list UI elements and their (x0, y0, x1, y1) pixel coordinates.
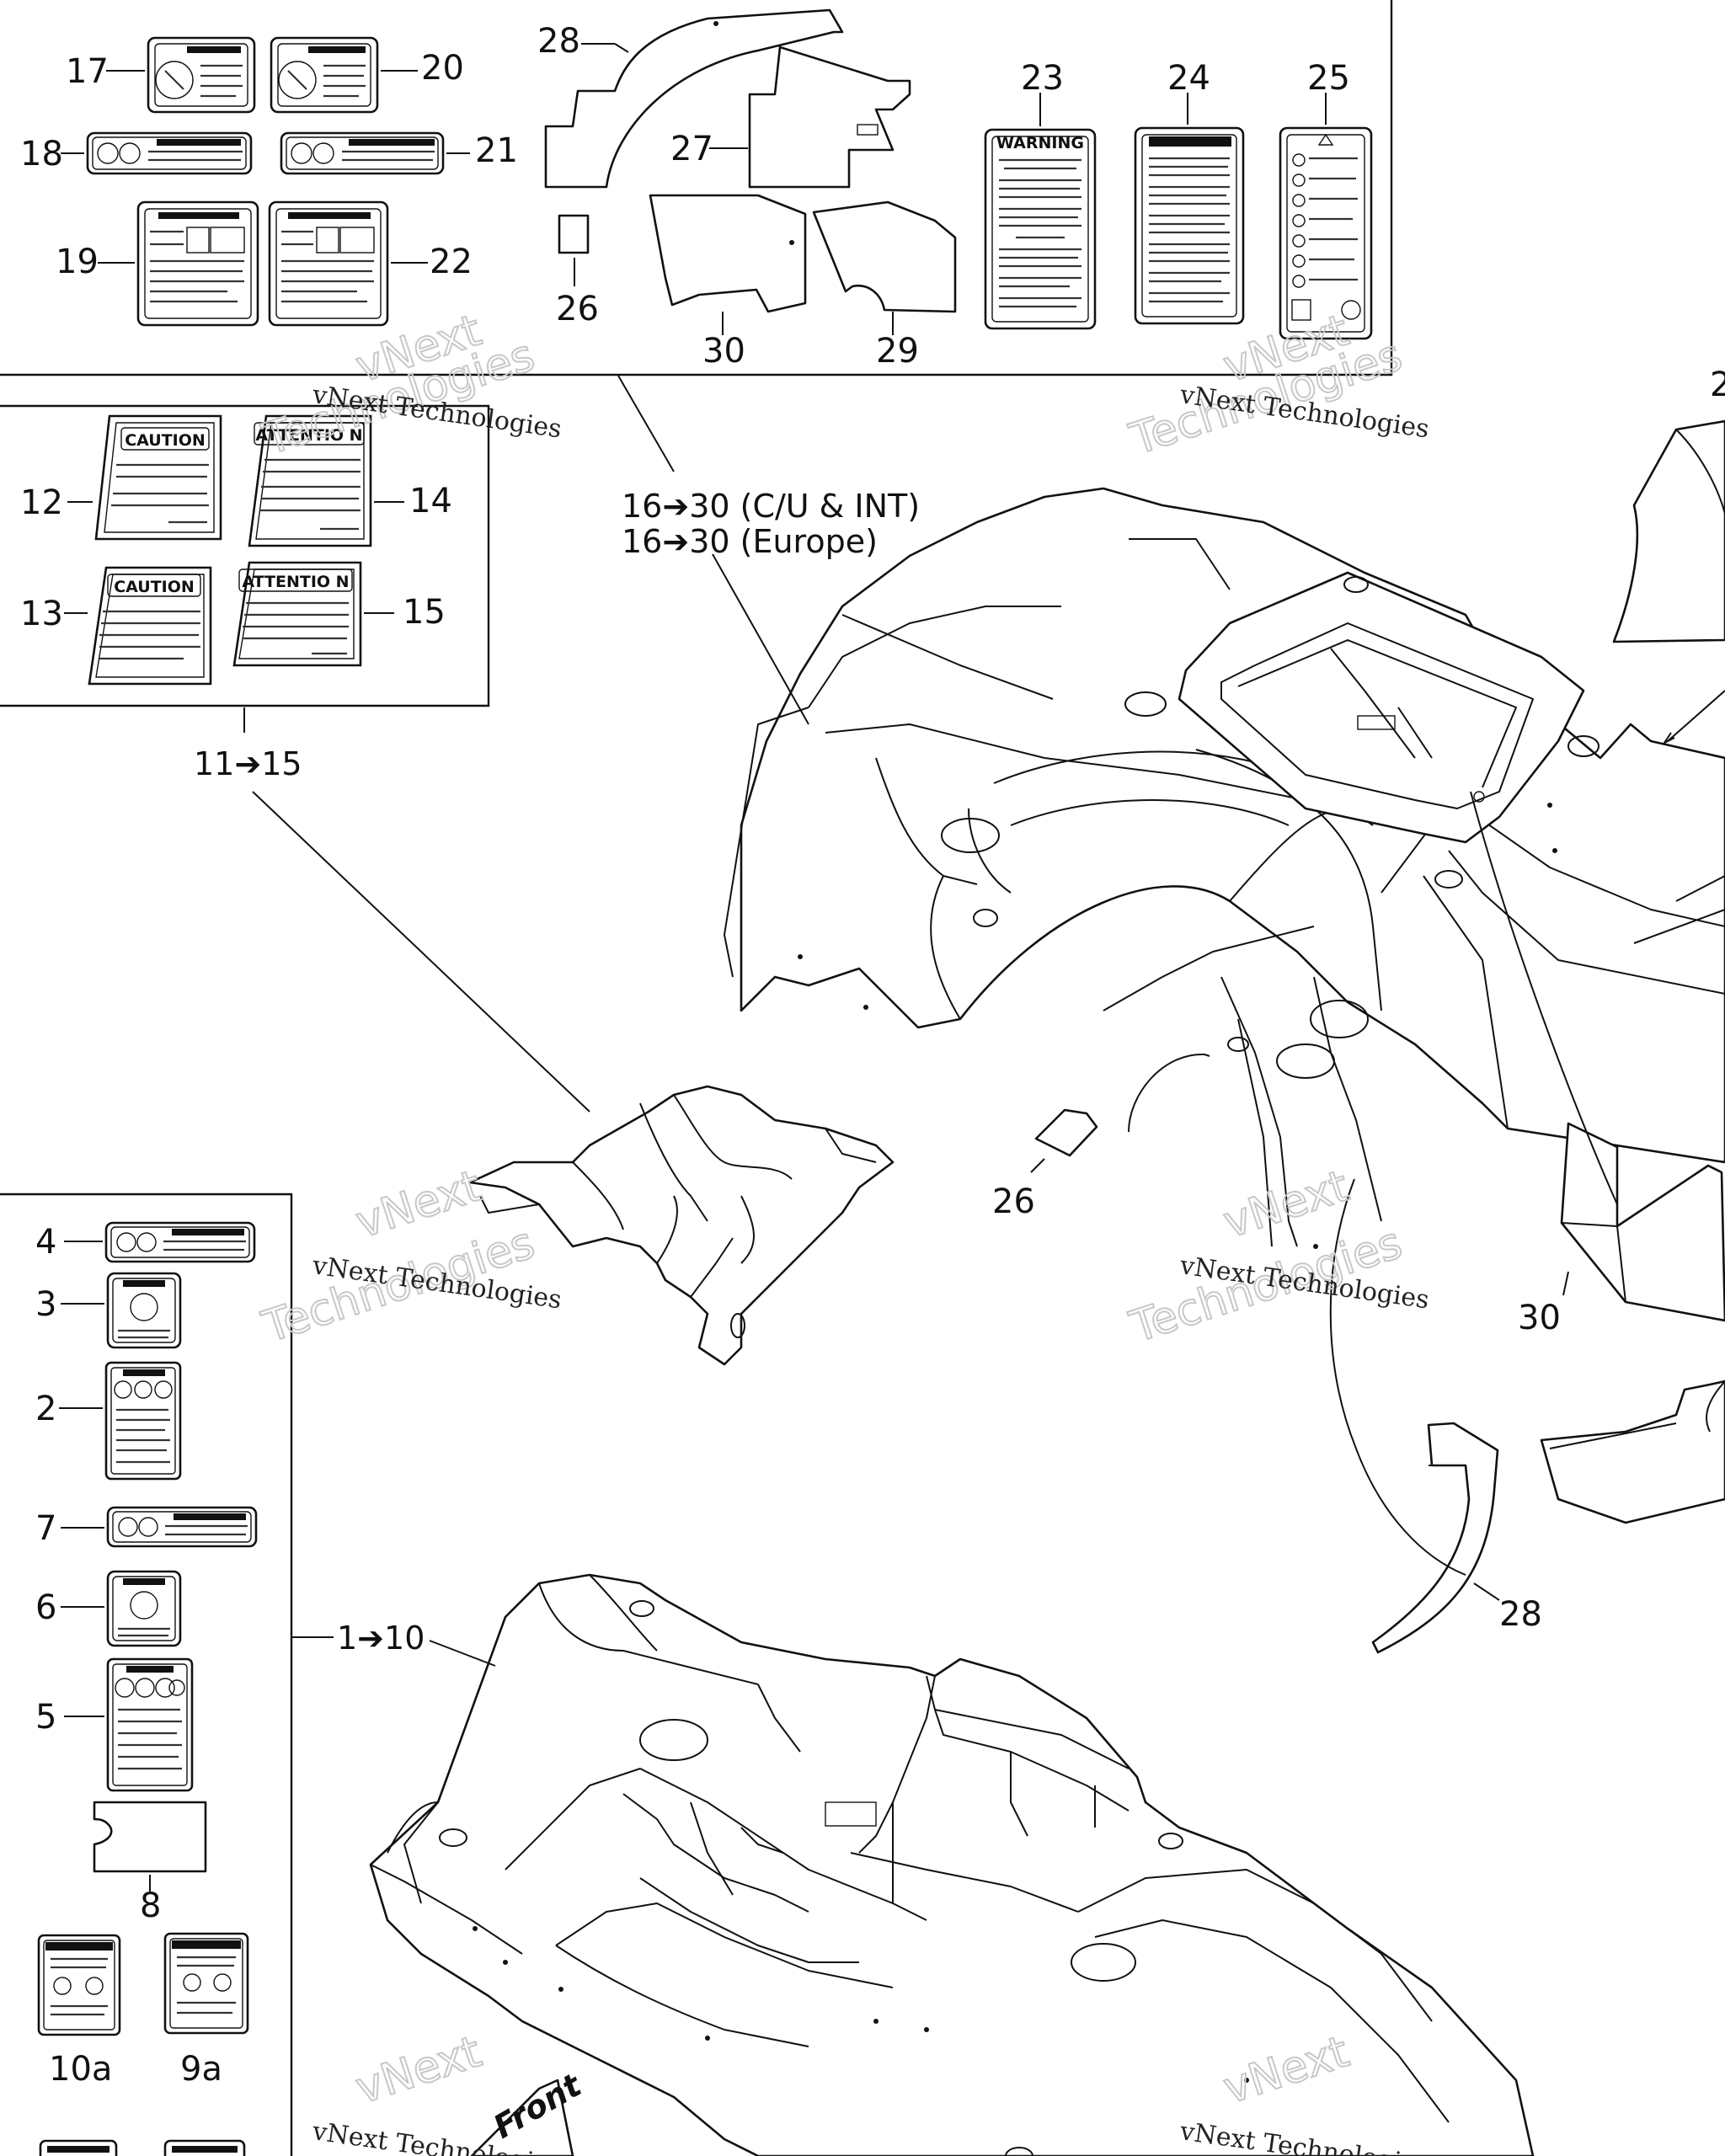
callout-26-top: 26 (556, 290, 599, 328)
leaders-top-left (61, 70, 470, 264)
decal-14: ATTENTIO N (248, 414, 372, 547)
callout-14: 14 (409, 482, 452, 520)
decal-20 (270, 36, 379, 114)
callout-29: 29 (876, 332, 919, 371)
callout-22: 22 (430, 243, 473, 281)
range-16-30-cu: 16➔30 (C/U & INT) (622, 488, 920, 525)
decal-23: WARNING (984, 93, 1097, 330)
decal-3 (61, 1272, 182, 1349)
watermark-5-brand: vNext (350, 2026, 487, 2114)
decal-23-title: WARNING (996, 134, 1084, 152)
range-16-30-eu: 16➔30 (Europe) (622, 523, 878, 560)
watermark-1: vNext Technologies vNext Technologies (256, 304, 563, 466)
callout-28-lower: 28 (1499, 1595, 1542, 1634)
decal-22 (268, 200, 389, 327)
callout-edge-2: 2 (1710, 366, 1725, 404)
decal-bottom-left-a (39, 2139, 118, 2156)
part-28-lower (1371, 1422, 1500, 1654)
decal-15-title: ATTENTIO N (242, 573, 349, 591)
callout-2: 2 (35, 1390, 56, 1428)
part-edge-right (1612, 419, 1725, 745)
watermark-4-brand: vNext (1217, 1161, 1354, 1248)
decal-19 (136, 200, 259, 327)
part-8 (93, 1801, 207, 1892)
decal-4 (64, 1221, 256, 1263)
part-30-right (1560, 1122, 1725, 1322)
callout-15: 15 (403, 593, 446, 632)
decal-21 (280, 131, 445, 175)
part-30-right-lower (1540, 1380, 1725, 1524)
part-26-lower (1030, 1108, 1098, 1173)
range-1-10: 1➔10 (337, 1620, 425, 1657)
leaders-caution (64, 501, 404, 614)
callout-30-lower: 30 (1518, 1299, 1561, 1337)
callout-10a: 10a (49, 2050, 112, 2089)
part-26-top (558, 214, 590, 286)
callout-numbers: 17 20 18 21 19 22 28 27 26 30 29 23 24 2… (20, 22, 1725, 2089)
part-27 (709, 45, 911, 189)
frame-caution-decals (0, 404, 490, 707)
callout-25: 25 (1307, 59, 1350, 98)
callout-21: 21 (475, 131, 518, 170)
leader-curves (1329, 791, 1618, 1576)
part-28-top (544, 8, 844, 189)
leader-26-lower-arrow (1128, 1053, 1210, 1133)
callout-6: 6 (35, 1588, 56, 1627)
part-29 (812, 200, 957, 335)
callout-13: 13 (20, 595, 63, 633)
decal-13-title: CAUTION (114, 578, 195, 596)
front-fender-body (369, 1573, 1535, 2156)
callout-19: 19 (56, 243, 99, 281)
callout-26-lower: 26 (992, 1182, 1035, 1221)
watermark-2: vNext Technologies vNext Technologies (1124, 304, 1431, 466)
decal-10a (37, 1934, 121, 2036)
callout-3: 3 (35, 1285, 56, 1324)
rear-fender-body (724, 487, 1725, 1249)
callout-20: 20 (421, 49, 464, 88)
decal-2 (59, 1361, 182, 1481)
callout-8: 8 (140, 1886, 161, 1925)
decal-12: CAUTION (94, 414, 222, 541)
decal-14-title: ATTENTIO N (255, 426, 362, 445)
decal-25 (1279, 93, 1373, 340)
decal-bottom-left-b (163, 2139, 246, 2156)
front-inner-fender (468, 1085, 895, 1366)
callout-5: 5 (35, 1698, 56, 1737)
callout-18: 18 (20, 135, 63, 173)
callout-24: 24 (1167, 59, 1210, 98)
decal-13: CAUTION (88, 566, 212, 686)
decal-15: ATTENTIO N (232, 561, 362, 667)
frame-top-decals (0, 0, 1393, 376)
decal-6 (61, 1570, 182, 1647)
callout-28-top: 28 (537, 22, 580, 61)
range-labels: 16➔30 (C/U & INT) 16➔30 (Europe) 11➔15 1… (194, 488, 920, 1657)
decal-9a (163, 1932, 249, 2035)
range-11-15: 11➔15 (194, 745, 302, 782)
frame-front-decals (0, 1193, 293, 2156)
part-30-top (649, 194, 807, 335)
decal-5 (64, 1657, 194, 1792)
decal-18 (86, 131, 253, 175)
front-marker: Front (470, 2066, 589, 2156)
leaders-ranges (243, 375, 809, 1667)
watermark-4: vNext Technologies vNext Technologies (1124, 1160, 1431, 1353)
watermark-3-brand: vNext (350, 1161, 487, 1248)
decal-12-title: CAUTION (125, 431, 206, 450)
callout-7: 7 (35, 1509, 56, 1548)
callout-4: 4 (35, 1223, 56, 1262)
callout-23: 23 (1021, 59, 1064, 98)
decal-7 (61, 1506, 258, 1548)
decal-24 (1134, 93, 1245, 325)
callout-30-top: 30 (702, 332, 745, 371)
callout-17: 17 (66, 52, 109, 91)
callout-12: 12 (20, 483, 63, 522)
decal-17 (147, 36, 256, 114)
callout-9a: 9a (180, 2050, 222, 2089)
callout-27: 27 (670, 130, 713, 168)
